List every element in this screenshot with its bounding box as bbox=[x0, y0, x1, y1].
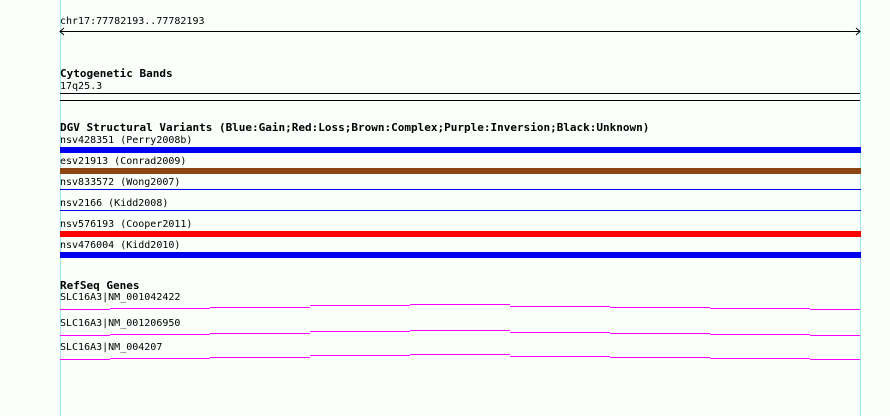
right-boundary-line bbox=[860, 0, 861, 416]
dgv-variant-bar[interactable] bbox=[60, 147, 861, 153]
dgv-variant-bar[interactable] bbox=[60, 168, 861, 174]
ruler-arrow bbox=[59, 27, 861, 36]
dgv-variant-label[interactable]: nsv428351 (Perry2008b) bbox=[60, 135, 193, 146]
cytobands-title: Cytogenetic Bands bbox=[60, 67, 173, 80]
refseq-title: RefSeq Genes bbox=[60, 279, 140, 292]
refseq-gene-label[interactable]: SLC16A3|NM_001206950 bbox=[60, 318, 181, 329]
dgv-variant-label[interactable]: nsv476004 (Kidd2010) bbox=[60, 240, 181, 251]
refseq-gene-label[interactable]: SLC16A3|NM_004207 bbox=[60, 342, 163, 353]
dgv-variant-bar[interactable] bbox=[60, 210, 861, 211]
left-boundary-line bbox=[60, 0, 61, 416]
cytoband-label: 17q25.3 bbox=[60, 81, 103, 92]
dgv-variant-label[interactable]: nsv576193 (Cooper2011) bbox=[60, 219, 193, 230]
dgv-variant-bar[interactable] bbox=[60, 252, 861, 258]
dgv-variant-bar[interactable] bbox=[60, 189, 861, 190]
refseq-gene-label[interactable]: SLC16A3|NM_001042422 bbox=[60, 292, 181, 303]
dgv-title: DGV Structural Variants (Blue:Gain;Red:L… bbox=[60, 121, 650, 134]
dgv-variant-bar[interactable] bbox=[60, 231, 861, 237]
dgv-variant-label[interactable]: nsv833572 (Wong2007) bbox=[60, 177, 181, 188]
dgv-variant-label[interactable]: esv21913 (Conrad2009) bbox=[60, 156, 187, 167]
ruler-label: chr17:77782193..77782193 bbox=[60, 16, 205, 27]
dgv-variant-label[interactable]: nsv2166 (Kidd2008) bbox=[60, 198, 169, 209]
